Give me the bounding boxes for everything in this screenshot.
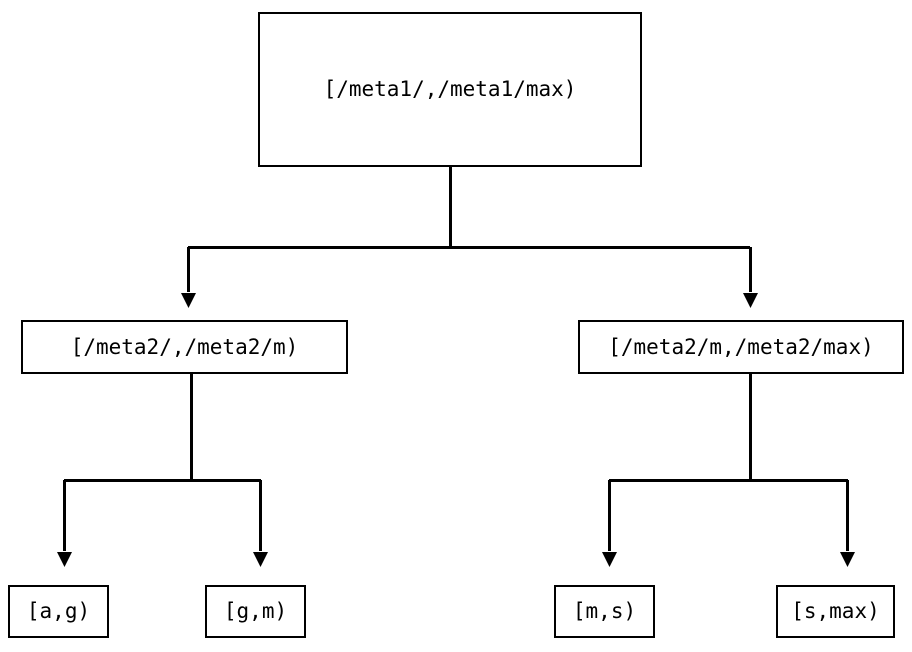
- tree-node-leaf-gm-label: [g,m): [223, 599, 288, 623]
- tree-node-leaf-gm[interactable]: [g,m): [205, 585, 306, 638]
- arrowhead-mid-left-to-leaf-gm: [253, 552, 268, 567]
- edge-mid-left-to-leaves: [57, 374, 268, 567]
- tree-node-leaf-ms[interactable]: [m,s): [554, 585, 655, 638]
- tree-node-leaf-ag-label: [a,g): [26, 599, 91, 623]
- arrowhead-mid-left-to-leaf-ag: [57, 552, 72, 567]
- tree-node-mid-right-label: [/meta2/m,/meta2/max): [608, 334, 874, 359]
- arrowhead-mid-right-to-leaf-smax: [840, 552, 855, 567]
- edge-root-to-mid-level: [181, 167, 758, 308]
- tree-node-mid-left[interactable]: [/meta2/,/meta2/m): [21, 320, 348, 374]
- tree-node-mid-right[interactable]: [/meta2/m,/meta2/max): [578, 320, 904, 374]
- tree-node-root[interactable]: [/meta1/,/meta1/max): [258, 12, 642, 167]
- tree-node-leaf-smax-label: [s,max): [791, 599, 880, 623]
- arrowhead-mid-right-to-leaf-ms: [602, 552, 617, 567]
- tree-node-leaf-ag[interactable]: [a,g): [8, 585, 109, 638]
- arrowhead-root-to-mid-left: [181, 293, 196, 308]
- tree-node-root-label: [/meta1/,/meta1/max): [323, 77, 577, 101]
- tree-node-mid-left-label: [/meta2/,/meta2/m): [70, 334, 299, 359]
- tree-node-leaf-smax[interactable]: [s,max): [776, 585, 895, 638]
- tree-node-leaf-ms-label: [m,s): [572, 599, 637, 623]
- arrowhead-root-to-mid-right: [743, 293, 758, 308]
- edge-mid-right-to-leaves: [602, 374, 855, 567]
